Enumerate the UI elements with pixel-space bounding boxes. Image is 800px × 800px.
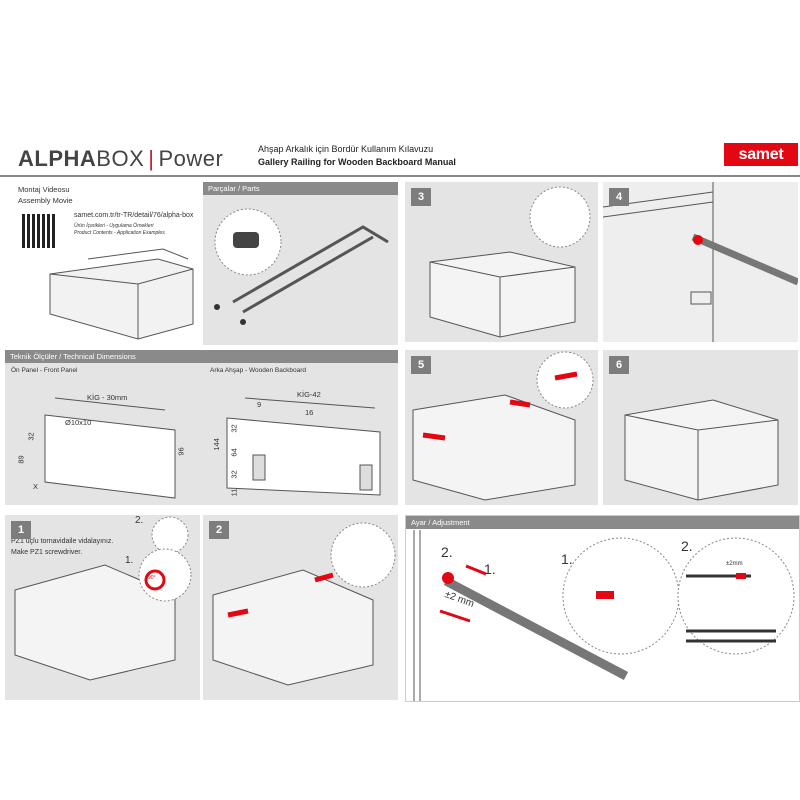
video-label-tr: Montaj Videosu: [18, 185, 70, 194]
step-4-illustration: [603, 182, 798, 342]
qr-code[interactable]: [22, 214, 56, 248]
brand-bold: ALPHA: [18, 146, 97, 171]
brand-light: BOX: [96, 146, 145, 171]
step-1-text-en: Make PZ1 screwdriver.: [11, 549, 83, 556]
manual-title: Ahşap Arkalık için Bordür Kullanım Kılav…: [258, 143, 456, 169]
adjustment-panel: Ayar / Adjustment 2. 1. ±2 mm 1. 2. ±2mm: [405, 515, 800, 702]
title-tr: Ahşap Arkalık için Bordür Kullanım Kılav…: [258, 144, 434, 154]
parts-header: Parçalar / Parts: [203, 182, 398, 195]
dim-32: 32: [26, 432, 36, 441]
parts-panel: Parçalar / Parts: [203, 182, 398, 345]
step-4-panel: 4: [603, 182, 798, 342]
dimension-drawings: [44, 397, 381, 499]
video-url[interactable]: samet.com.tr/tr-TR/detail/76/alpha-box: [74, 212, 194, 219]
callout-1: 1.: [125, 555, 134, 566]
step-number: 3: [411, 188, 431, 206]
callout-1a: 1.: [484, 561, 496, 577]
brand-separator: |: [148, 146, 155, 171]
step-1-panel: 1 PZ1 uçlu tornavidaile vidalayınız. Mak…: [5, 515, 200, 700]
drawer-illustration: [49, 248, 194, 340]
dim-89: 89: [16, 455, 26, 464]
front-panel-label: Ön Panel - Front Panel: [11, 367, 78, 374]
video-label-en: Assembly Movie: [18, 196, 73, 205]
step-3-illustration: [429, 186, 591, 338]
step-2-illustration: [212, 522, 396, 686]
callout-1b: 1.: [561, 551, 573, 567]
assembly-video-section: Montaj Videosu Assembly Movie samet.com.…: [18, 184, 198, 344]
step-1-text-tr: PZ1 uçlu tornavidaile vidalayınız.: [11, 538, 114, 545]
dim-144: 144: [211, 438, 221, 451]
step-number: 6: [609, 356, 629, 374]
step-number: 2: [209, 521, 229, 539]
parts-illustration: [214, 208, 389, 325]
samet-logo: samet: [724, 143, 798, 166]
brand-product: Power: [158, 146, 224, 171]
step-number: 5: [411, 356, 431, 374]
dim-11: 11: [229, 488, 239, 497]
step-number: 1: [11, 521, 31, 539]
dim-32a: 32: [229, 424, 239, 433]
step-2-panel: 2: [203, 515, 398, 700]
video-sub-tr: Ürün İçerikleri - Uygulama Örnekleri: [74, 223, 154, 229]
callout-2b: 2.: [681, 538, 693, 554]
dim-96: 96: [176, 447, 186, 456]
dim-hole: Ø10x10: [65, 418, 92, 427]
video-sub-en: Product Contents - Application Examples: [74, 230, 165, 236]
dim-16: 16: [305, 408, 314, 417]
angle-label: 90°: [148, 575, 156, 581]
callout-2: 2.: [135, 515, 144, 526]
step-3-panel: 3: [405, 182, 598, 342]
step-5-panel: 5: [405, 350, 598, 505]
back-panel-label: Arka Ahşap - Wooden Backboard: [210, 367, 306, 374]
dim-32b: 32: [229, 470, 239, 479]
step-1-illustration: [14, 516, 192, 681]
dim-front-width: KİG - 30mm: [87, 393, 128, 402]
step-number: 4: [609, 188, 629, 206]
step-5-illustration: [412, 351, 594, 501]
brand-title: ALPHABOX|Power: [18, 146, 223, 172]
callout-2a: 2.: [441, 544, 453, 560]
dim-back-width: KİG-42: [297, 390, 321, 399]
dim-9: 9: [257, 400, 262, 409]
tech-header: Teknik Ölçüler / Technical Dimensions: [5, 350, 398, 363]
step-6-panel: 6: [603, 350, 798, 505]
header-divider: [0, 175, 800, 177]
title-en: Gallery Railing for Wooden Backboard Man…: [258, 157, 456, 167]
adjustment-illustration: [413, 530, 795, 701]
step-6-illustration: [624, 399, 779, 501]
dim-x: X: [33, 482, 39, 491]
dim-64: 64: [229, 448, 239, 457]
tolerance-b: ±2mm: [726, 561, 743, 567]
technical-dimensions-panel: Teknik Ölçüler / Technical Dimensions Ön…: [5, 350, 398, 505]
adjustment-header: Ayar / Adjustment: [406, 516, 799, 529]
